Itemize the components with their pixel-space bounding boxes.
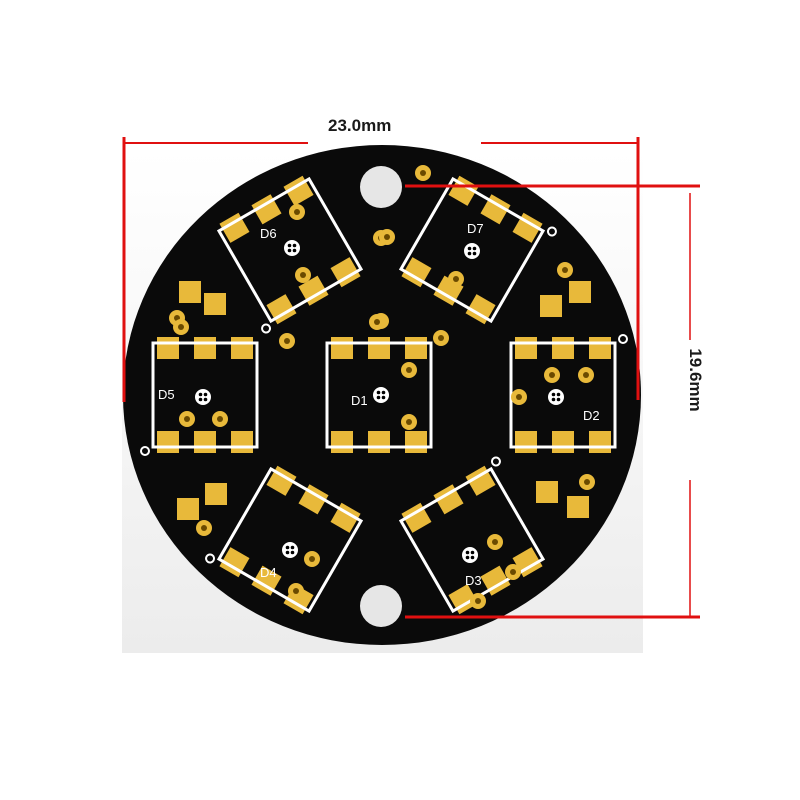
dimension-width bbox=[122, 137, 640, 402]
label-d1: D1 bbox=[351, 393, 368, 408]
width-dimension-label: 23.0mm bbox=[328, 116, 392, 135]
label-d2: D2 bbox=[583, 408, 600, 423]
mounting-hole-top bbox=[360, 166, 402, 208]
label-d6: D6 bbox=[260, 226, 277, 241]
label-d3: D3 bbox=[465, 573, 482, 588]
dimension-height bbox=[405, 184, 700, 619]
label-d7: D7 bbox=[467, 221, 484, 236]
label-d5: D5 bbox=[158, 387, 175, 402]
mounting-hole-bottom bbox=[360, 585, 402, 627]
label-d4: D4 bbox=[260, 565, 277, 580]
height-dimension-label: 19.6mm bbox=[686, 348, 705, 412]
